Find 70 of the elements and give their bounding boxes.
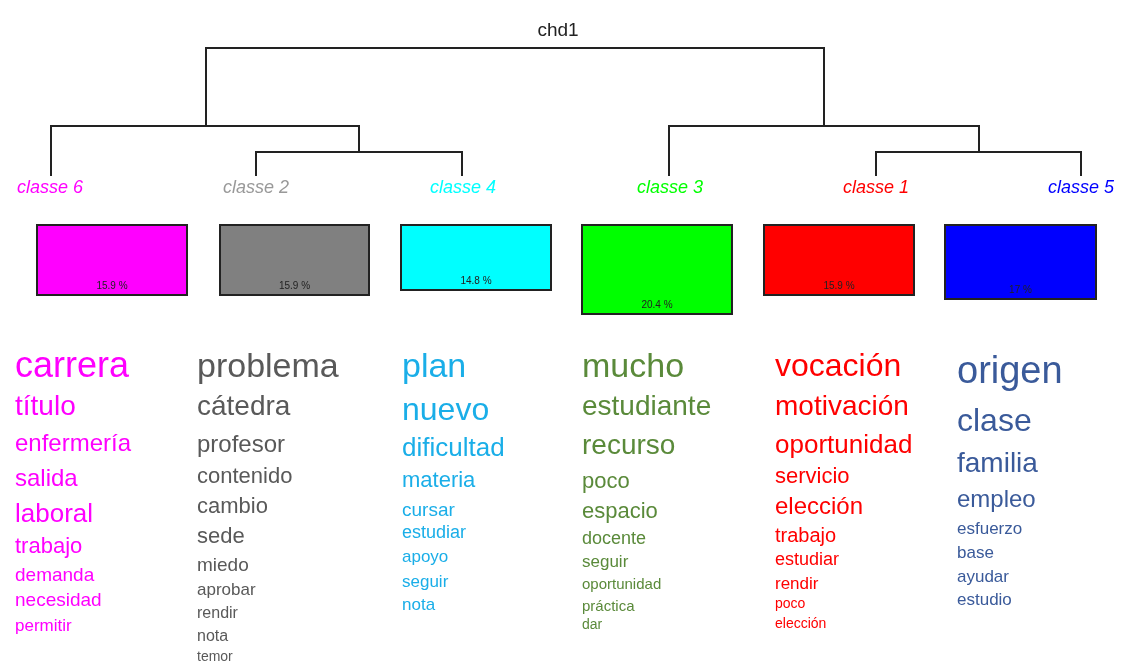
class-word: trabajo [15,534,83,557]
class-word: docente [582,529,647,548]
class-word: estudiar [775,550,840,569]
class-word: ayudar [957,567,1009,585]
class-word: contenido [197,464,293,487]
class-word: estudio [957,590,1012,608]
class-word: base [957,543,994,561]
class-word: práctica [582,597,635,613]
class-word: familia [957,448,1038,477]
class-word: salida [15,465,78,490]
class-word: servicio [775,464,850,487]
class-word: clase [957,404,1032,437]
class-word: carrera [15,347,130,384]
class-word: dar [582,617,603,632]
class-word: materia [402,468,476,491]
percentage-label: 15.9 % [96,281,128,291]
percentage-label: 14.8 % [460,276,492,286]
class-word: seguir [582,552,629,570]
class-word: empleo [957,486,1036,511]
class-word: nota [197,628,229,645]
class-word: permitir [15,616,72,634]
class-word: origen [957,351,1063,390]
class-word: poco [582,469,630,492]
class-word: trabajo [775,525,837,545]
class-word: estudiante [582,391,712,420]
class-word: espacio [582,499,658,522]
class-word: nuevo [402,393,490,426]
class-word: profesor [197,431,286,456]
class-word: esfuerzo [957,519,1023,537]
class-word: plan [402,348,467,383]
class-word: problema [197,348,339,383]
class-word: oportunidad [582,575,662,591]
percentage-label: 15.9 % [278,281,311,291]
class-word: poco [775,596,806,611]
class-word: miedo [197,554,249,574]
class-word: cambio [197,494,268,517]
class-word: demanda [15,564,95,584]
class-word: enfermería [15,430,132,455]
class-word: estudiar [402,523,467,542]
class-word: vocación [775,349,902,382]
class-label: classe 4 [430,176,496,198]
percentage-label: 17 % [1009,285,1032,295]
percentage-label: 20.4 % [641,300,673,310]
class-word: nota [402,595,436,613]
percentage-label: 15.9 % [823,281,855,291]
class-word: rendir [197,605,238,622]
class-label: classe 6 [17,176,83,198]
class-word: seguir [402,572,449,590]
class-word: motivación [775,391,909,420]
class-label: classe 3 [637,176,703,198]
class-word: título [15,391,76,420]
class-word: oportunidad [775,430,913,457]
class-word: laboral [15,499,94,526]
class-word: cursar [402,499,455,519]
class-word: elección [775,616,827,631]
class-word: elección [775,493,864,518]
class-word: apoyo [402,547,449,565]
class-word: necesidad [15,589,102,609]
dendrogram-title: chd1 [537,20,579,39]
class-word: rendir [775,574,819,592]
class-word: recurso [582,430,676,459]
class-word: cátedra [197,391,291,420]
class-word: mucho [582,348,685,383]
class-word: aprobar [197,580,256,598]
class-word: sede [197,524,245,547]
class-word: dificultad [402,433,505,460]
class-label: classe 5 [1048,176,1114,198]
class-label: classe 2 [223,176,289,198]
class-word: temor [197,649,233,664]
class-label: classe 1 [843,176,909,198]
